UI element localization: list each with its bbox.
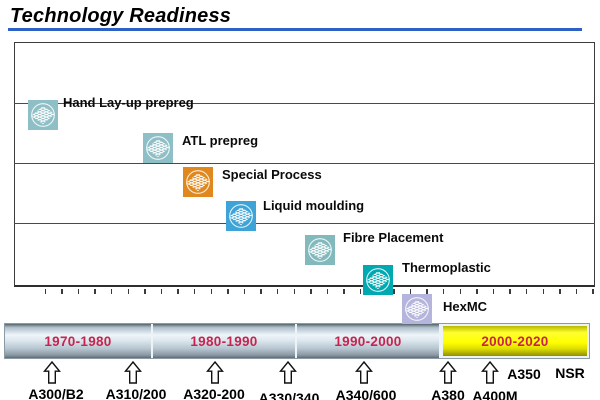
aircraft-label: A340/600 xyxy=(335,387,397,400)
weave-icon xyxy=(305,235,335,265)
weave-icon xyxy=(143,133,173,163)
axis-tick-mark xyxy=(525,289,528,294)
weave-icon xyxy=(363,265,393,295)
chart-gridline xyxy=(14,103,595,105)
decade-label: 1980-1990 xyxy=(190,333,258,349)
axis-tick-mark xyxy=(509,289,511,294)
aircraft-label: A330/340 xyxy=(258,390,320,400)
technology-label: HexMC xyxy=(443,299,488,314)
axis-tick-mark xyxy=(492,289,495,294)
page-title: Technology Readiness xyxy=(10,5,232,27)
axis-tick-mark xyxy=(243,289,246,294)
aircraft-label: A350 xyxy=(507,366,541,382)
readiness-chart-area xyxy=(14,42,595,287)
aircraft-label: A310/200 xyxy=(105,386,167,400)
up-arrow-icon xyxy=(355,360,373,389)
chart-gridline xyxy=(14,223,595,225)
axis-tick-mark xyxy=(160,289,163,294)
up-arrow-icon xyxy=(439,360,457,389)
axis-tick-mark xyxy=(409,289,412,294)
up-arrow-icon xyxy=(279,360,297,389)
technology-label: Special Process xyxy=(222,167,322,182)
axis-tick-mark xyxy=(592,289,594,294)
axis-tick-mark xyxy=(177,289,179,294)
title-underline xyxy=(8,28,582,31)
timeline-segment: 2000-2020 xyxy=(441,324,589,358)
axis-tick-mark xyxy=(210,289,212,294)
axis-tick-mark xyxy=(276,289,279,294)
axis-tick-mark xyxy=(44,289,46,294)
timeline-segment: 1990-2000 xyxy=(297,324,439,358)
axis-tick-mark xyxy=(227,289,229,294)
technology-label: ATL prepreg xyxy=(182,133,259,148)
aircraft-label: A320-200 xyxy=(183,386,245,400)
decade-label: 1990-2000 xyxy=(334,333,402,349)
axis-tick-mark xyxy=(575,289,578,294)
axis-tick-mark xyxy=(260,289,262,294)
axis-tick-mark xyxy=(293,289,295,294)
aircraft-label: A400M xyxy=(472,388,518,400)
axis-tick-mark xyxy=(77,289,80,294)
up-arrow-icon xyxy=(206,360,224,389)
axis-tick-mark xyxy=(343,289,345,294)
axis-tick-mark xyxy=(193,289,196,294)
axis-tick-mark xyxy=(426,289,428,294)
technology-label: Liquid moulding xyxy=(263,198,365,213)
axis-tick-mark xyxy=(459,289,461,294)
axis-tick-mark xyxy=(542,289,544,294)
axis-tick-mark xyxy=(559,289,561,294)
weave-icon xyxy=(402,294,432,324)
axis-tick-mark xyxy=(359,289,362,294)
weave-icon xyxy=(226,201,256,231)
axis-tick-mark xyxy=(326,289,329,294)
axis-tick-mark xyxy=(393,289,395,294)
timeline-segment: 1980-1990 xyxy=(153,324,295,358)
up-arrow-icon xyxy=(43,360,61,389)
axis-tick-mark xyxy=(476,289,478,294)
fabric-roll-icon xyxy=(183,167,213,197)
axis-tick-mark xyxy=(94,289,96,294)
technology-label: Fibre Placement xyxy=(343,230,444,245)
up-arrow-icon xyxy=(481,360,499,389)
aircraft-label: A300/B2 xyxy=(28,386,84,400)
chart-gridline xyxy=(14,163,595,165)
up-arrow-icon xyxy=(124,360,142,389)
axis-tick-mark xyxy=(310,289,312,294)
technology-label: Hand Lay-up prepreg xyxy=(63,95,194,110)
aircraft-label: A380 xyxy=(431,387,465,400)
axis-tick-mark xyxy=(127,289,129,294)
axis-tick-mark xyxy=(110,289,113,294)
timeline-segment: 1970-1980 xyxy=(5,324,151,358)
technology-label: Thermoplastic xyxy=(402,260,491,275)
decade-label: 2000-2020 xyxy=(481,333,549,349)
axis-tick-mark xyxy=(442,289,445,294)
decade-label: 1970-1980 xyxy=(44,333,112,349)
axis-tick-mark xyxy=(144,289,146,294)
axis-tick-mark xyxy=(61,289,63,294)
aircraft-label: NSR xyxy=(555,365,585,381)
weave-icon xyxy=(28,100,58,130)
